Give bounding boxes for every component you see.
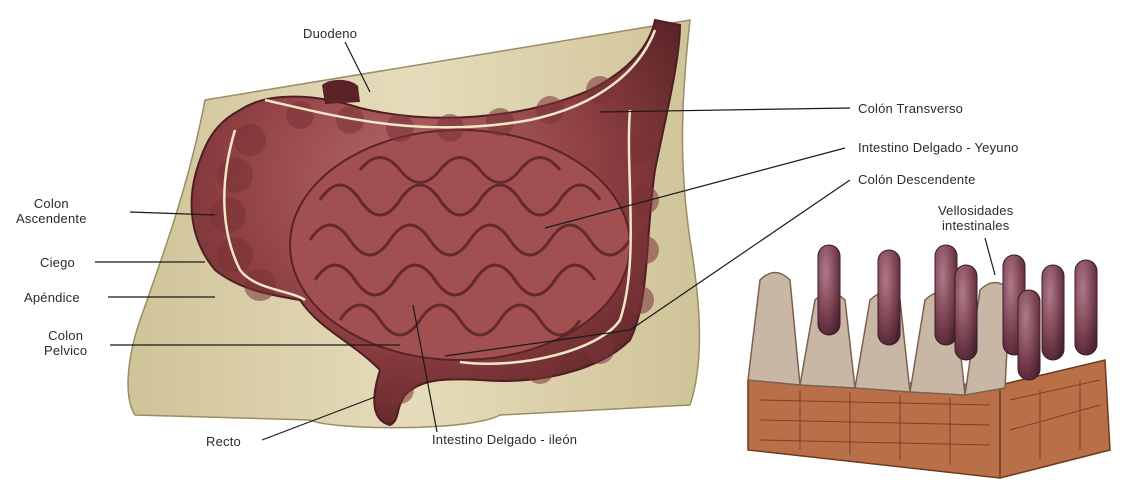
- label-colon-transverso: Colón Transverso: [858, 101, 963, 116]
- label-recto: Recto: [206, 434, 241, 449]
- label-colon-ascendente-line1: Colon: [16, 196, 87, 211]
- label-vellosidades-line2: intestinales: [938, 218, 1013, 233]
- label-colon-ascendente: Colon Ascendente: [16, 196, 87, 226]
- label-apendice: Apéndice: [24, 290, 80, 305]
- label-intestino-delgado-yeyuno: Intestino Delgado - Yeyuno: [858, 140, 1019, 155]
- villi-cross-section: [748, 245, 1110, 478]
- label-vellosidades-line1: Vellosidades: [938, 203, 1013, 218]
- label-vellosidades-intestinales: Vellosidades intestinales: [938, 203, 1013, 233]
- label-colon-ascendente-line2: Ascendente: [16, 211, 87, 226]
- label-colon-descendente: Colón Descendente: [858, 172, 976, 187]
- label-ciego: Ciego: [40, 255, 75, 270]
- duodenum-shape: [322, 80, 360, 104]
- label-intestino-delgado-ileon: Intestino Delgado - ileón: [432, 432, 577, 447]
- label-colon-pelvico: Colon Pelvico: [44, 328, 87, 358]
- label-colon-pelvico-line1: Colon: [44, 328, 87, 343]
- leader-vellosidades: [985, 238, 995, 275]
- label-duodeno: Duodeno: [303, 26, 357, 41]
- small-intestine-mass: [290, 130, 630, 360]
- label-colon-pelvico-line2: Pelvico: [44, 343, 87, 358]
